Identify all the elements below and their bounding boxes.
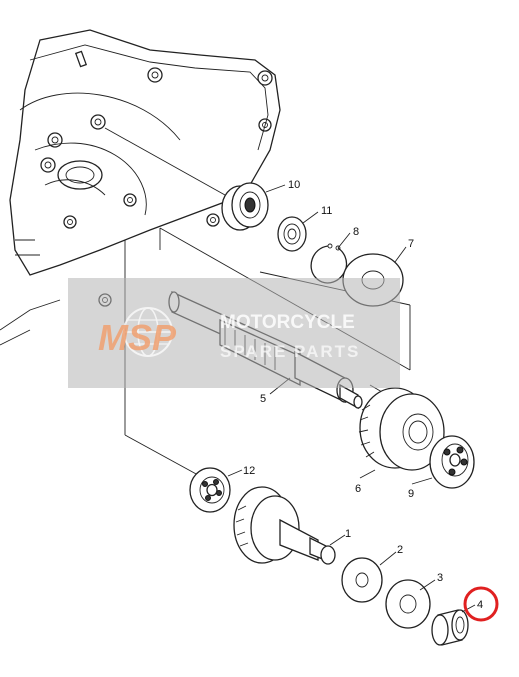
callout-9: 9 [408, 488, 414, 500]
callout-5: 5 [260, 393, 266, 405]
callout-3: 3 [437, 572, 443, 584]
callout-8: 8 [353, 226, 359, 238]
callout-7: 7 [408, 238, 414, 250]
highlight-circle [463, 586, 499, 622]
callout-10: 10 [288, 179, 300, 191]
watermark-line2: SPARE PARTS [220, 342, 360, 361]
callout-4: 4 [477, 599, 483, 611]
callout-labels: 10 11 8 7 5 6 9 12 1 2 3 4 [243, 179, 483, 611]
callout-2: 2 [397, 544, 403, 556]
part-8-circlip[interactable] [310, 243, 348, 284]
callout-1: 1 [345, 528, 351, 540]
part-12-bearing[interactable] [189, 467, 231, 513]
part-10-bearing[interactable] [221, 182, 269, 231]
watermark-logo: MSP [98, 317, 177, 358]
callout-11: 11 [321, 205, 332, 217]
watermark-line1: MOTORCYCLE [220, 312, 355, 333]
part-2-washer[interactable] [341, 557, 383, 603]
crankcase-housing [0, 29, 281, 346]
part-6-gear[interactable] [358, 387, 445, 471]
part-11-oil-seal[interactable] [277, 216, 307, 252]
callout-12: 12 [243, 465, 255, 477]
part-3-washer[interactable] [385, 579, 431, 629]
part-9-bearing[interactable] [429, 435, 475, 489]
watermark: MSP MOTORCYCLE SPARE PARTS [68, 278, 400, 388]
callout-6: 6 [355, 483, 361, 495]
part-1-gear-shaft[interactable] [233, 486, 336, 565]
part-4-collar[interactable] [431, 609, 469, 646]
